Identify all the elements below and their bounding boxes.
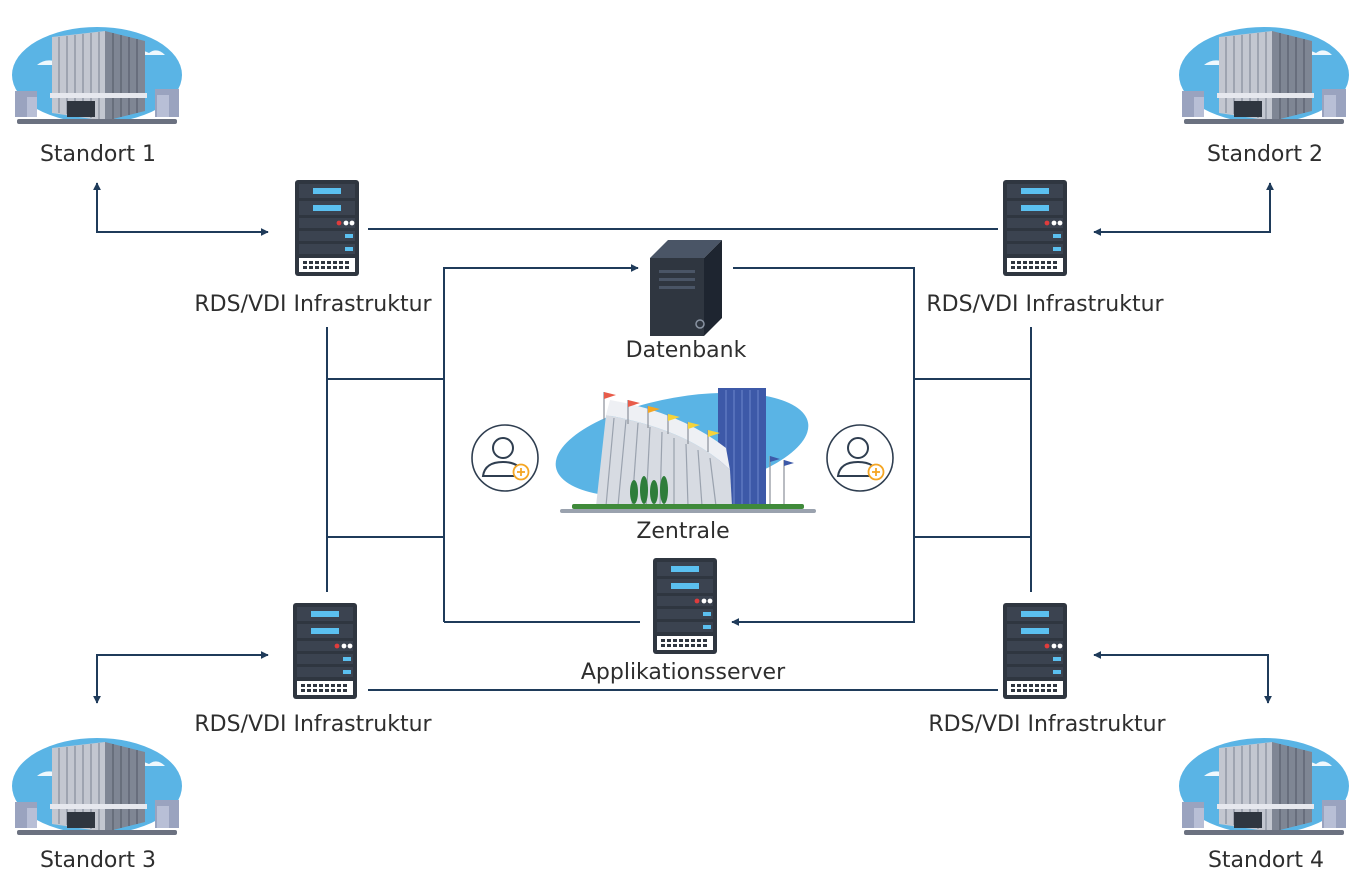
link-to-app-server <box>731 267 915 626</box>
database-label: Datenbank <box>625 338 747 363</box>
site-label-3: Standort 3 <box>39 848 157 873</box>
rds-label-4: RDS/VDI Infrastruktur <box>928 712 1166 737</box>
app-server-label: Applikationsserver <box>580 660 786 685</box>
add-user-icon <box>826 424 894 492</box>
connection-lines <box>93 182 1274 704</box>
rack-server-icon <box>1003 180 1067 276</box>
rack-server-icon <box>295 180 359 276</box>
site-label-2: Standort 2 <box>1206 142 1324 167</box>
rds-label-3: RDS/VDI Infrastruktur <box>194 712 432 737</box>
rds-label-2: RDS/VDI Infrastruktur <box>926 292 1164 317</box>
building-icon <box>1178 737 1350 836</box>
rack-server-icon <box>1003 603 1067 699</box>
rds-label-1: RDS/VDI Infrastruktur <box>194 292 432 317</box>
rack-server-icon <box>293 603 357 699</box>
link-site3-rds3 <box>93 651 269 704</box>
tower-server-icon <box>650 240 722 336</box>
site-label-1: Standort 1 <box>39 142 157 167</box>
add-user-icon <box>471 424 539 492</box>
building-icon <box>1178 26 1350 125</box>
link-site2-rds2 <box>1093 182 1274 236</box>
headquarters-icon <box>555 388 816 513</box>
app-server-icon <box>653 558 717 654</box>
building-icon <box>11 26 183 125</box>
headquarters-label: Zentrale <box>636 519 730 544</box>
link-site4-rds4 <box>1093 651 1272 704</box>
link-to-database <box>443 264 639 622</box>
site-label-4: Standort 4 <box>1207 848 1325 873</box>
link-site1-rds1 <box>93 182 269 236</box>
building-icon <box>11 737 183 836</box>
